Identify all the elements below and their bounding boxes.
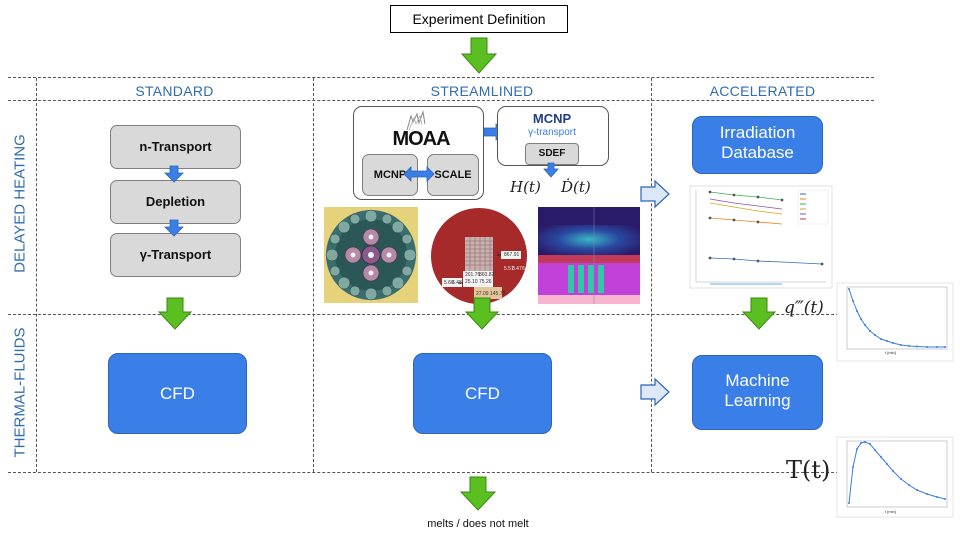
d-dot-of-t-label: Ḋ(t) <box>561 178 591 196</box>
core-label-10: 5.57 <box>504 266 514 272</box>
q-triple-prime-plot <box>836 282 954 362</box>
green-arrow-bottom <box>459 476 497 511</box>
grid-line-middle <box>8 314 874 315</box>
t-of-t-plot <box>836 436 954 518</box>
h-of-t-label: H(t) <box>510 178 541 196</box>
n-transport-box: n-Transport <box>110 125 241 169</box>
sdef-box: SDEF <box>525 143 579 165</box>
column-header-standard: STANDARD <box>135 83 214 99</box>
machine-learning-line2: Learning <box>724 391 791 410</box>
blue-arrow-down-1 <box>164 165 184 183</box>
core-label-2: 860.82 <box>479 272 495 278</box>
outline-arrow-right-top <box>640 179 670 209</box>
green-arrow-streamlined <box>464 297 500 330</box>
green-arrow-accelerated <box>741 297 777 330</box>
blue-arrow-down-sdef <box>543 162 559 178</box>
machine-learning-line1: Machine <box>725 371 790 390</box>
heat-distribution-image <box>538 207 640 304</box>
moaa-logo: MOAA <box>392 128 450 150</box>
scale-box: SCALE <box>427 154 479 196</box>
grid-line-bottom <box>8 472 874 473</box>
outcome-label: melts / does not melt <box>427 518 529 530</box>
grid-line-col1 <box>36 78 37 472</box>
core-label-11: 8.47 <box>512 266 522 272</box>
core-label-9: 867.91 <box>504 252 520 258</box>
cfd-box-streamlined: CFD <box>413 353 552 434</box>
grid-line-header <box>8 100 874 101</box>
reactor-core-image <box>431 208 527 304</box>
gamma-transport-box: γ-Transport <box>110 233 241 277</box>
t-plot-xlabel: t [min] <box>885 509 896 514</box>
grid-line-col3 <box>651 78 652 472</box>
row-label-thermal-fluids: THERMAL-FLUIDS <box>11 327 29 458</box>
gamma-transport-label: γ-transport <box>528 127 576 138</box>
machine-learning-box: Machine Learning <box>692 355 823 430</box>
core-label-12: 6.86 <box>522 266 532 272</box>
column-header-streamlined: STREAMLINED <box>430 83 534 99</box>
core-label-6: 6.48 <box>452 280 462 286</box>
double-arrow <box>403 166 435 182</box>
core-label-7: 27.09 <box>476 291 489 297</box>
database-plot-image <box>689 185 833 289</box>
irradiation-database-line2: Database <box>721 143 794 162</box>
irradiation-database-box: Irradiation Database <box>692 116 823 174</box>
t-of-t-label: T(t) <box>786 456 831 484</box>
core-label-1: 201.76 <box>465 272 481 278</box>
moaa-logo-mark <box>406 110 426 131</box>
outline-arrow-right-bottom <box>640 377 670 407</box>
green-arrow-standard <box>157 297 193 330</box>
cfd-box-standard: CFD <box>108 353 247 434</box>
grid-line-top <box>8 77 874 78</box>
blue-arrow-down-2 <box>164 219 184 237</box>
core-label-8: 145.78 <box>490 291 506 297</box>
core-label-5: 5.60 <box>444 280 454 286</box>
green-arrow-top <box>460 37 498 74</box>
depletion-box: Depletion <box>110 180 241 224</box>
row-label-delayed-heating: DELAYED HEATING <box>11 134 29 273</box>
column-header-accelerated: ACCELERATED <box>709 83 816 99</box>
mcnp-label: MCNP <box>532 111 572 126</box>
core-label-4: 75.26 <box>479 279 492 285</box>
irradiation-database-line1: Irradiation <box>719 123 796 142</box>
q-triple-prime-label: q‴(t) <box>784 298 824 318</box>
grid-line-col2 <box>313 78 314 472</box>
experiment-definition-box: Experiment Definition <box>390 5 568 33</box>
fuel-assembly-image <box>324 207 418 303</box>
core-label-3: 25.10 <box>465 279 478 285</box>
q-plot-xlabel: t [min] <box>885 350 896 355</box>
